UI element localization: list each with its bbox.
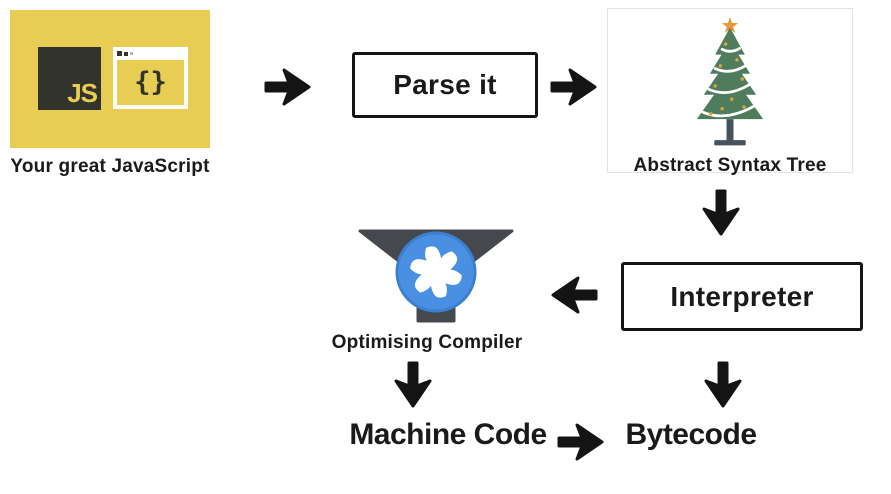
bytecode-label: Bytecode <box>625 418 757 451</box>
machine-code-label: Machine Code <box>349 418 547 451</box>
code-window-body: {} <box>117 60 184 105</box>
arrow-down-icon <box>702 189 740 236</box>
parser-node: Parse it <box>352 52 538 118</box>
window-dot-icon <box>124 51 128 56</box>
window-dot-icon <box>117 51 122 56</box>
ast-label: Abstract Syntax Tree <box>633 155 827 176</box>
code-window-titlebar <box>113 47 188 60</box>
tree-ornaments <box>709 42 746 116</box>
optimising-compiler-label: Optimising Compiler <box>331 332 523 353</box>
window-dot-icon <box>130 52 133 55</box>
arrow-left-icon <box>551 276 598 314</box>
christmas-tree-icon <box>696 17 764 146</box>
arrow-right-icon <box>557 423 604 461</box>
parser-label: Parse it <box>393 69 497 100</box>
braces-icon: {} <box>134 67 167 98</box>
interpreter-node: Interpreter <box>621 262 863 331</box>
source-code-banner: JS {} <box>10 10 210 148</box>
arrow-down-icon <box>394 361 432 408</box>
turbofan-funnel-icon <box>358 229 514 323</box>
arrow-down-icon <box>704 361 742 408</box>
js-logo-text: JS <box>67 78 98 108</box>
arrow-right-icon <box>550 68 597 106</box>
interpreter-label: Interpreter <box>670 280 814 312</box>
arrow-right-icon <box>264 68 311 106</box>
code-window-icon: {} <box>113 47 188 109</box>
js-logo-icon: JS <box>38 47 101 110</box>
source-code-label: Your great JavaScript <box>10 156 210 177</box>
